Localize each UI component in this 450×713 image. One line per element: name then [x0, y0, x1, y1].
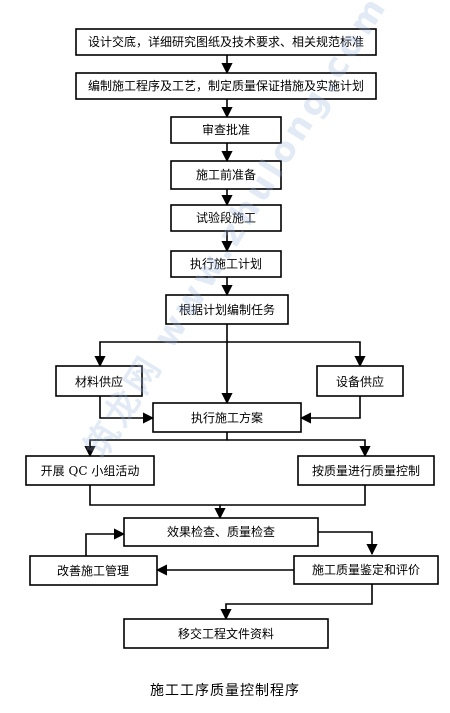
edge-tasks-to-equipment [227, 341, 366, 368]
node-qc-group-label: 开展 QC 小组活动 [41, 464, 140, 478]
node-pre-construction-label: 施工前准备 [196, 167, 256, 182]
node-improve-management: 改善施工管理 [29, 555, 158, 586]
node-pre-construction: 施工前准备 [170, 160, 282, 190]
node-execute-scheme-label: 执行施工方案 [191, 410, 263, 425]
node-assign-tasks: 根据计划编制任务 [165, 294, 289, 325]
edge-evaluation-to-handover [220, 584, 373, 621]
node-quality-evaluation: 施工质量鉴定和评价 [293, 555, 439, 585]
edge-equipment-to-scheme [299, 396, 361, 424]
node-quality-evaluation-label: 施工质量鉴定和评价 [312, 562, 420, 577]
edge-material-to-scheme [99, 396, 155, 424]
node-approval: 审查批准 [170, 116, 282, 144]
edge-improve-to-check [85, 528, 126, 556]
node-assign-tasks-label: 根据计划编制任务 [179, 302, 275, 317]
node-prepare-program: 编制施工程序及工艺，制定质量保证措施及实施计划 [75, 72, 377, 100]
edge-scheme-to-quality-control [227, 439, 371, 458]
node-execute-plan: 执行施工计划 [170, 250, 282, 278]
flow-edges [84, 55, 378, 621]
node-trial-section-label: 试验段施工 [196, 210, 256, 225]
node-approval-label: 审查批准 [202, 122, 250, 137]
edge-check-to-evaluation [318, 531, 378, 556]
node-handover-docs-label: 移交工程文件资料 [178, 626, 274, 641]
node-design-review-label: 设计交底，详细研究图纸及技术要求、相关规范标准 [88, 34, 364, 49]
node-quality-control: 按质量进行质量控制 [297, 455, 435, 486]
node-material-supply-label: 材料供应 [75, 374, 123, 389]
node-qc-group: 开展 QC 小组活动 [25, 455, 155, 486]
edge-scheme-to-qc [84, 432, 228, 458]
node-execute-plan-label: 执行施工计划 [190, 257, 262, 271]
edge-quality-control-to-check [220, 485, 366, 506]
node-design-review: 设计交底，详细研究图纸及技术要求、相关规范标准 [75, 28, 377, 56]
node-effect-check-label: 效果检查、质量检查 [167, 524, 275, 539]
node-effect-check: 效果检查、质量检查 [123, 517, 319, 547]
node-quality-control-label: 按质量进行质量控制 [312, 464, 420, 478]
node-handover-docs: 移交工程文件资料 [123, 618, 329, 649]
node-equipment-supply: 设备供应 [316, 365, 404, 397]
edge-qc-to-check [89, 485, 226, 520]
node-material-supply: 材料供应 [55, 365, 143, 397]
node-execute-scheme: 执行施工方案 [152, 402, 302, 433]
diagram-caption: 施工工序质量控制程序 [150, 683, 300, 699]
node-trial-section: 试验段施工 [170, 204, 282, 232]
edge-tasks-to-material [94, 341, 227, 368]
node-improve-management-label: 改善施工管理 [57, 563, 129, 578]
node-prepare-program-label: 编制施工程序及工艺，制定质量保证措施及实施计划 [88, 78, 364, 93]
node-equipment-supply-label: 设备供应 [336, 374, 384, 389]
